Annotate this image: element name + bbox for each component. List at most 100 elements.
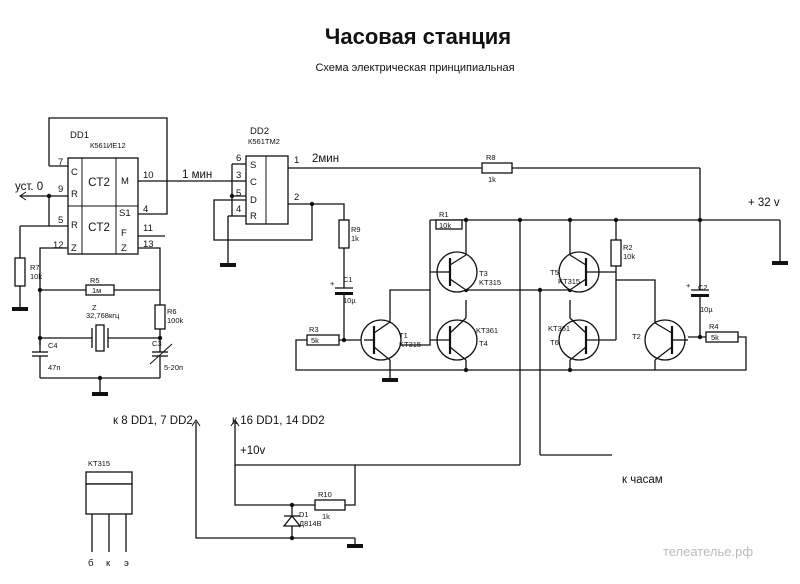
dd2-in-c: C	[250, 177, 257, 188]
r10-ref: R10	[318, 490, 332, 499]
dd1-in-c: C	[71, 167, 78, 178]
resistor-r6	[154, 304, 166, 330]
dd2-pin-6: 6	[236, 153, 241, 164]
oscillator-section: R5 1м R6 100k Z 32,768кгц C4 47п C3 5-20…	[32, 276, 184, 396]
pins-b-label: к 16 DD1, 14 DD2	[232, 415, 325, 427]
dd1-out-s1: S1	[119, 208, 131, 219]
dd2-wiring	[213, 163, 701, 290]
dd1-pin-7: 7	[58, 157, 63, 168]
r2-ref: R2	[623, 243, 633, 252]
dd2-in-d: D	[250, 195, 257, 206]
dd1-ref: DD1	[70, 130, 89, 141]
dd1-out-f: F	[121, 228, 127, 239]
dd1-pin-11: 11	[143, 223, 153, 234]
c4-value: 47п	[48, 363, 60, 372]
r6-ref: R6	[167, 307, 177, 316]
dd1-in-r2: R	[71, 220, 78, 231]
dd2-chip: DD2 К561ТМ2 S C D R 6 3 5 4 1 2	[236, 126, 299, 225]
r9-ref: R9	[351, 225, 361, 234]
c1-value: 10µ	[343, 296, 356, 305]
dd1-in-z: Z	[71, 243, 77, 254]
t6-type: KT361	[548, 324, 570, 333]
package-name: KT315	[88, 459, 110, 468]
dd2-in-r: R	[250, 211, 257, 222]
c4-ref: C4	[48, 341, 58, 350]
output-wiring	[235, 220, 656, 466]
resistor-r9: R9 1k	[338, 219, 361, 288]
dd1-part: К561ИЕ12	[90, 141, 126, 150]
package-pin-b: б	[88, 558, 94, 569]
zener-d1	[282, 514, 302, 527]
resistor-r8: R8 1k	[481, 153, 513, 184]
t1-ref: T1	[399, 331, 408, 340]
resistor-r3: R3 5k	[295, 325, 390, 371]
transistor-t6: KT361 T6	[548, 280, 617, 370]
transistor-t5: T5 KT315	[550, 251, 616, 293]
r1-value: 10k	[439, 221, 451, 230]
r3-ref: R3	[309, 325, 319, 334]
kt315-package: KT315 б к э	[85, 459, 133, 569]
dd1-pin-9: 9	[58, 184, 63, 195]
r2-value: 10k	[623, 252, 635, 261]
svg-text:+: +	[330, 279, 335, 288]
d1-part: Д814В	[299, 519, 322, 528]
transistor-t4: KT361 T4	[430, 317, 498, 370]
r8-ref: R8	[486, 153, 496, 162]
dd2-pin-2: 2	[294, 192, 299, 203]
dd2-part: К561ТМ2	[248, 137, 280, 146]
supply-32v-label: + 32 v	[748, 197, 780, 209]
dd2-pin-4: 4	[236, 204, 241, 215]
resistor-r4: R4 5k	[655, 322, 747, 371]
svg-text:+: +	[686, 281, 691, 290]
r3-value: 5k	[311, 336, 319, 345]
resistor-r2: R2 10k	[610, 220, 656, 325]
t5-type: KT315	[558, 277, 580, 286]
supply-10v-label: +10v	[240, 445, 266, 457]
dd2-pin-3: 3	[236, 170, 241, 181]
dd1-block-bottom: CT2	[88, 222, 110, 234]
c2-value: 10µ	[700, 305, 713, 314]
r7-ref: R7	[30, 263, 40, 272]
t1-type: KT315	[399, 340, 421, 349]
reset-label: уст. 0	[15, 181, 43, 193]
r7-value: 10k	[30, 272, 42, 281]
crystal-value: 32,768кгц	[86, 311, 120, 320]
r6-value: 100k	[167, 316, 184, 325]
t3-type: KT315	[479, 278, 501, 287]
t3-ref: T3	[479, 269, 488, 278]
dd1-pin-10: 10	[143, 170, 154, 181]
dd2-pin-5: 5	[236, 188, 241, 199]
t2-ref: T2	[632, 332, 641, 341]
dd1-out-m: M	[121, 176, 129, 187]
to-clock-label: к часам	[622, 474, 663, 486]
one-min-label: 1 мин	[182, 169, 212, 181]
diagram-subtitle: Схема электрическая принципиальная	[315, 62, 514, 74]
crystal-z	[95, 324, 105, 352]
supply-32v-rail: + 32 v	[430, 197, 788, 265]
c3-ref: C3	[152, 339, 162, 348]
dd1-pin-12: 12	[53, 240, 64, 251]
resistor-r10	[314, 499, 346, 511]
r10-value: 1k	[322, 512, 330, 521]
package-pin-k: к	[106, 558, 111, 569]
dd1-out-z: Z	[121, 243, 127, 254]
transistor-t1: T1 KT315	[360, 289, 430, 361]
c3-value: 5-20п	[164, 363, 183, 372]
package-pin-e: э	[124, 558, 129, 569]
crystal-ref: Z	[92, 303, 97, 312]
r8-value: 1k	[488, 175, 496, 184]
t4-ref: T4	[479, 339, 488, 348]
dd2-ref: DD2	[250, 126, 269, 137]
t5-ref: T5	[550, 268, 559, 277]
r5-ref: R5	[90, 276, 100, 285]
two-min-label: 2мин	[312, 153, 339, 165]
dd1-pin-5: 5	[58, 215, 63, 226]
d1-ref: D1	[299, 510, 309, 519]
capacitor-c2: + C2 10µ	[686, 281, 713, 337]
dd1-block-top: CT2	[88, 177, 110, 189]
dd1-pin-4: 4	[143, 204, 148, 215]
dd2-body	[245, 155, 289, 225]
pins-a-label: к 8 DD1, 7 DD2	[113, 415, 193, 427]
r4-ref: R4	[709, 322, 719, 331]
